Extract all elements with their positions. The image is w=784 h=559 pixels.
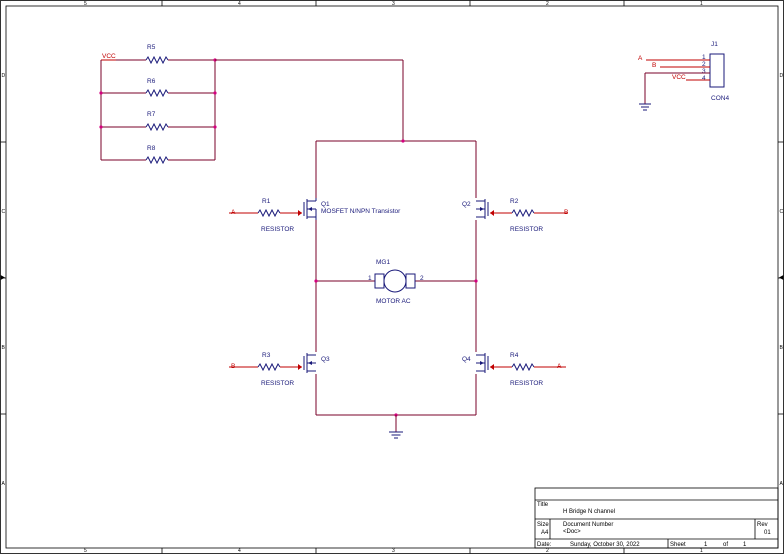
j1-value: CON4: [711, 95, 729, 102]
j1-pin1: 1: [702, 54, 706, 61]
frame-col-label: 5: [84, 548, 87, 554]
frame-row-label: D: [780, 73, 784, 79]
q2-mosfet: Q2: [462, 199, 489, 219]
frame-col-label: 4: [238, 1, 241, 7]
q1-value: MOSFET N/NPN Transistor: [321, 208, 401, 215]
frame-col-label: 5: [84, 1, 87, 7]
docnum-label: Document Number: [563, 522, 613, 528]
frame-row-label: B: [780, 345, 784, 351]
title-value: H Bridge N channel: [563, 509, 615, 515]
frame-row-label: D: [2, 73, 6, 79]
resistor-bank: VCC R5 R6 R7 R8: [99, 44, 404, 165]
r1-resistor: A R1 RESISTOR: [229, 198, 302, 233]
q3-ref: Q3: [321, 356, 330, 363]
j1-net-b: B: [652, 62, 656, 69]
frame-row-label: C: [2, 209, 6, 215]
frame-col-label: 1: [700, 1, 703, 7]
size-label: Size: [537, 522, 549, 528]
r2-value: RESISTOR: [510, 226, 543, 233]
sheet-value: 1: [704, 542, 708, 548]
j1-pin2: 2: [702, 61, 706, 68]
frame-row-label: B: [2, 345, 6, 351]
a-net-label: A: [557, 363, 562, 370]
r3-ref: R3: [262, 352, 271, 359]
frame-col-label: 2: [546, 1, 549, 7]
mg1-ref: MG1: [376, 259, 390, 266]
r4-ref: R4: [510, 352, 519, 359]
frame-col-label: 3: [392, 548, 395, 554]
q1-mosfet: Q1 MOSFET N/NPN Transistor: [303, 198, 401, 220]
q4-ref: Q4: [462, 356, 471, 363]
r7-ref: R7: [147, 111, 156, 118]
motor-mg1: MG1 1 2 MOTOR AC: [368, 259, 424, 305]
r7-symbol: [145, 122, 169, 132]
j1-pin3: 3: [702, 68, 706, 75]
r3-resistor: B R3 RESISTOR: [229, 352, 302, 387]
size-value: A4: [541, 530, 549, 536]
r4-resistor: A R4 RESISTOR: [490, 352, 566, 387]
r5-ref: R5: [147, 44, 156, 51]
r5-symbol: [145, 55, 169, 65]
r8-ref: R8: [147, 145, 156, 152]
date-label: Date:: [537, 542, 552, 548]
r1-value: RESISTOR: [261, 226, 294, 233]
mg1-value: MOTOR AC: [376, 298, 411, 305]
frame-col-label: 1: [700, 548, 703, 554]
r6-ref: R6: [147, 78, 156, 85]
q2-ref: Q2: [462, 201, 471, 208]
j1-net-a: A: [638, 55, 643, 62]
r1-ref: R1: [262, 198, 271, 205]
connector-j1: J1 CON4 1 2 3 4 A B VCC: [638, 41, 729, 111]
j1-net-vcc: VCC: [672, 74, 686, 81]
mg1-pin2: 2: [420, 275, 424, 282]
of-value: 1: [743, 542, 747, 548]
r8-symbol: [145, 155, 169, 165]
r3-value: RESISTOR: [261, 380, 294, 387]
docnum-value: <Doc>: [563, 529, 581, 535]
r2-ref: R2: [510, 198, 519, 205]
vcc-net-label: VCC: [102, 53, 116, 60]
r2-resistor: B R2 RESISTOR: [490, 198, 568, 233]
rev-value: 01: [764, 530, 771, 536]
h-bridge-wiring: [314, 139, 478, 432]
j1-pin4: 4: [702, 75, 706, 82]
of-label: of: [723, 542, 728, 548]
title-block: Title H Bridge N channel Size A4 Documen…: [534, 487, 779, 549]
mg1-pin1: 1: [368, 275, 372, 282]
frame-col-label: 2: [546, 548, 549, 554]
r4-value: RESISTOR: [510, 380, 543, 387]
q1-ref: Q1: [321, 201, 330, 208]
b-net-label: B: [564, 209, 568, 216]
r6-symbol: [145, 88, 169, 98]
frame-row-label: C: [780, 209, 784, 215]
sheet-label: Sheet: [670, 542, 686, 548]
q4-mosfet: Q4: [462, 353, 489, 373]
ground-symbol: [389, 431, 403, 439]
rev-label: Rev: [757, 522, 768, 528]
frame-row-label: A: [780, 481, 784, 487]
title-label: Title: [537, 502, 549, 508]
frame-col-label: 4: [238, 548, 241, 554]
frame-row-label: A: [2, 481, 6, 487]
q3-mosfet: Q3: [303, 353, 330, 373]
date-value: Sunday, October 30, 2022: [570, 542, 640, 548]
j1-ref: J1: [711, 41, 718, 48]
frame-col-label: 3: [392, 1, 395, 7]
